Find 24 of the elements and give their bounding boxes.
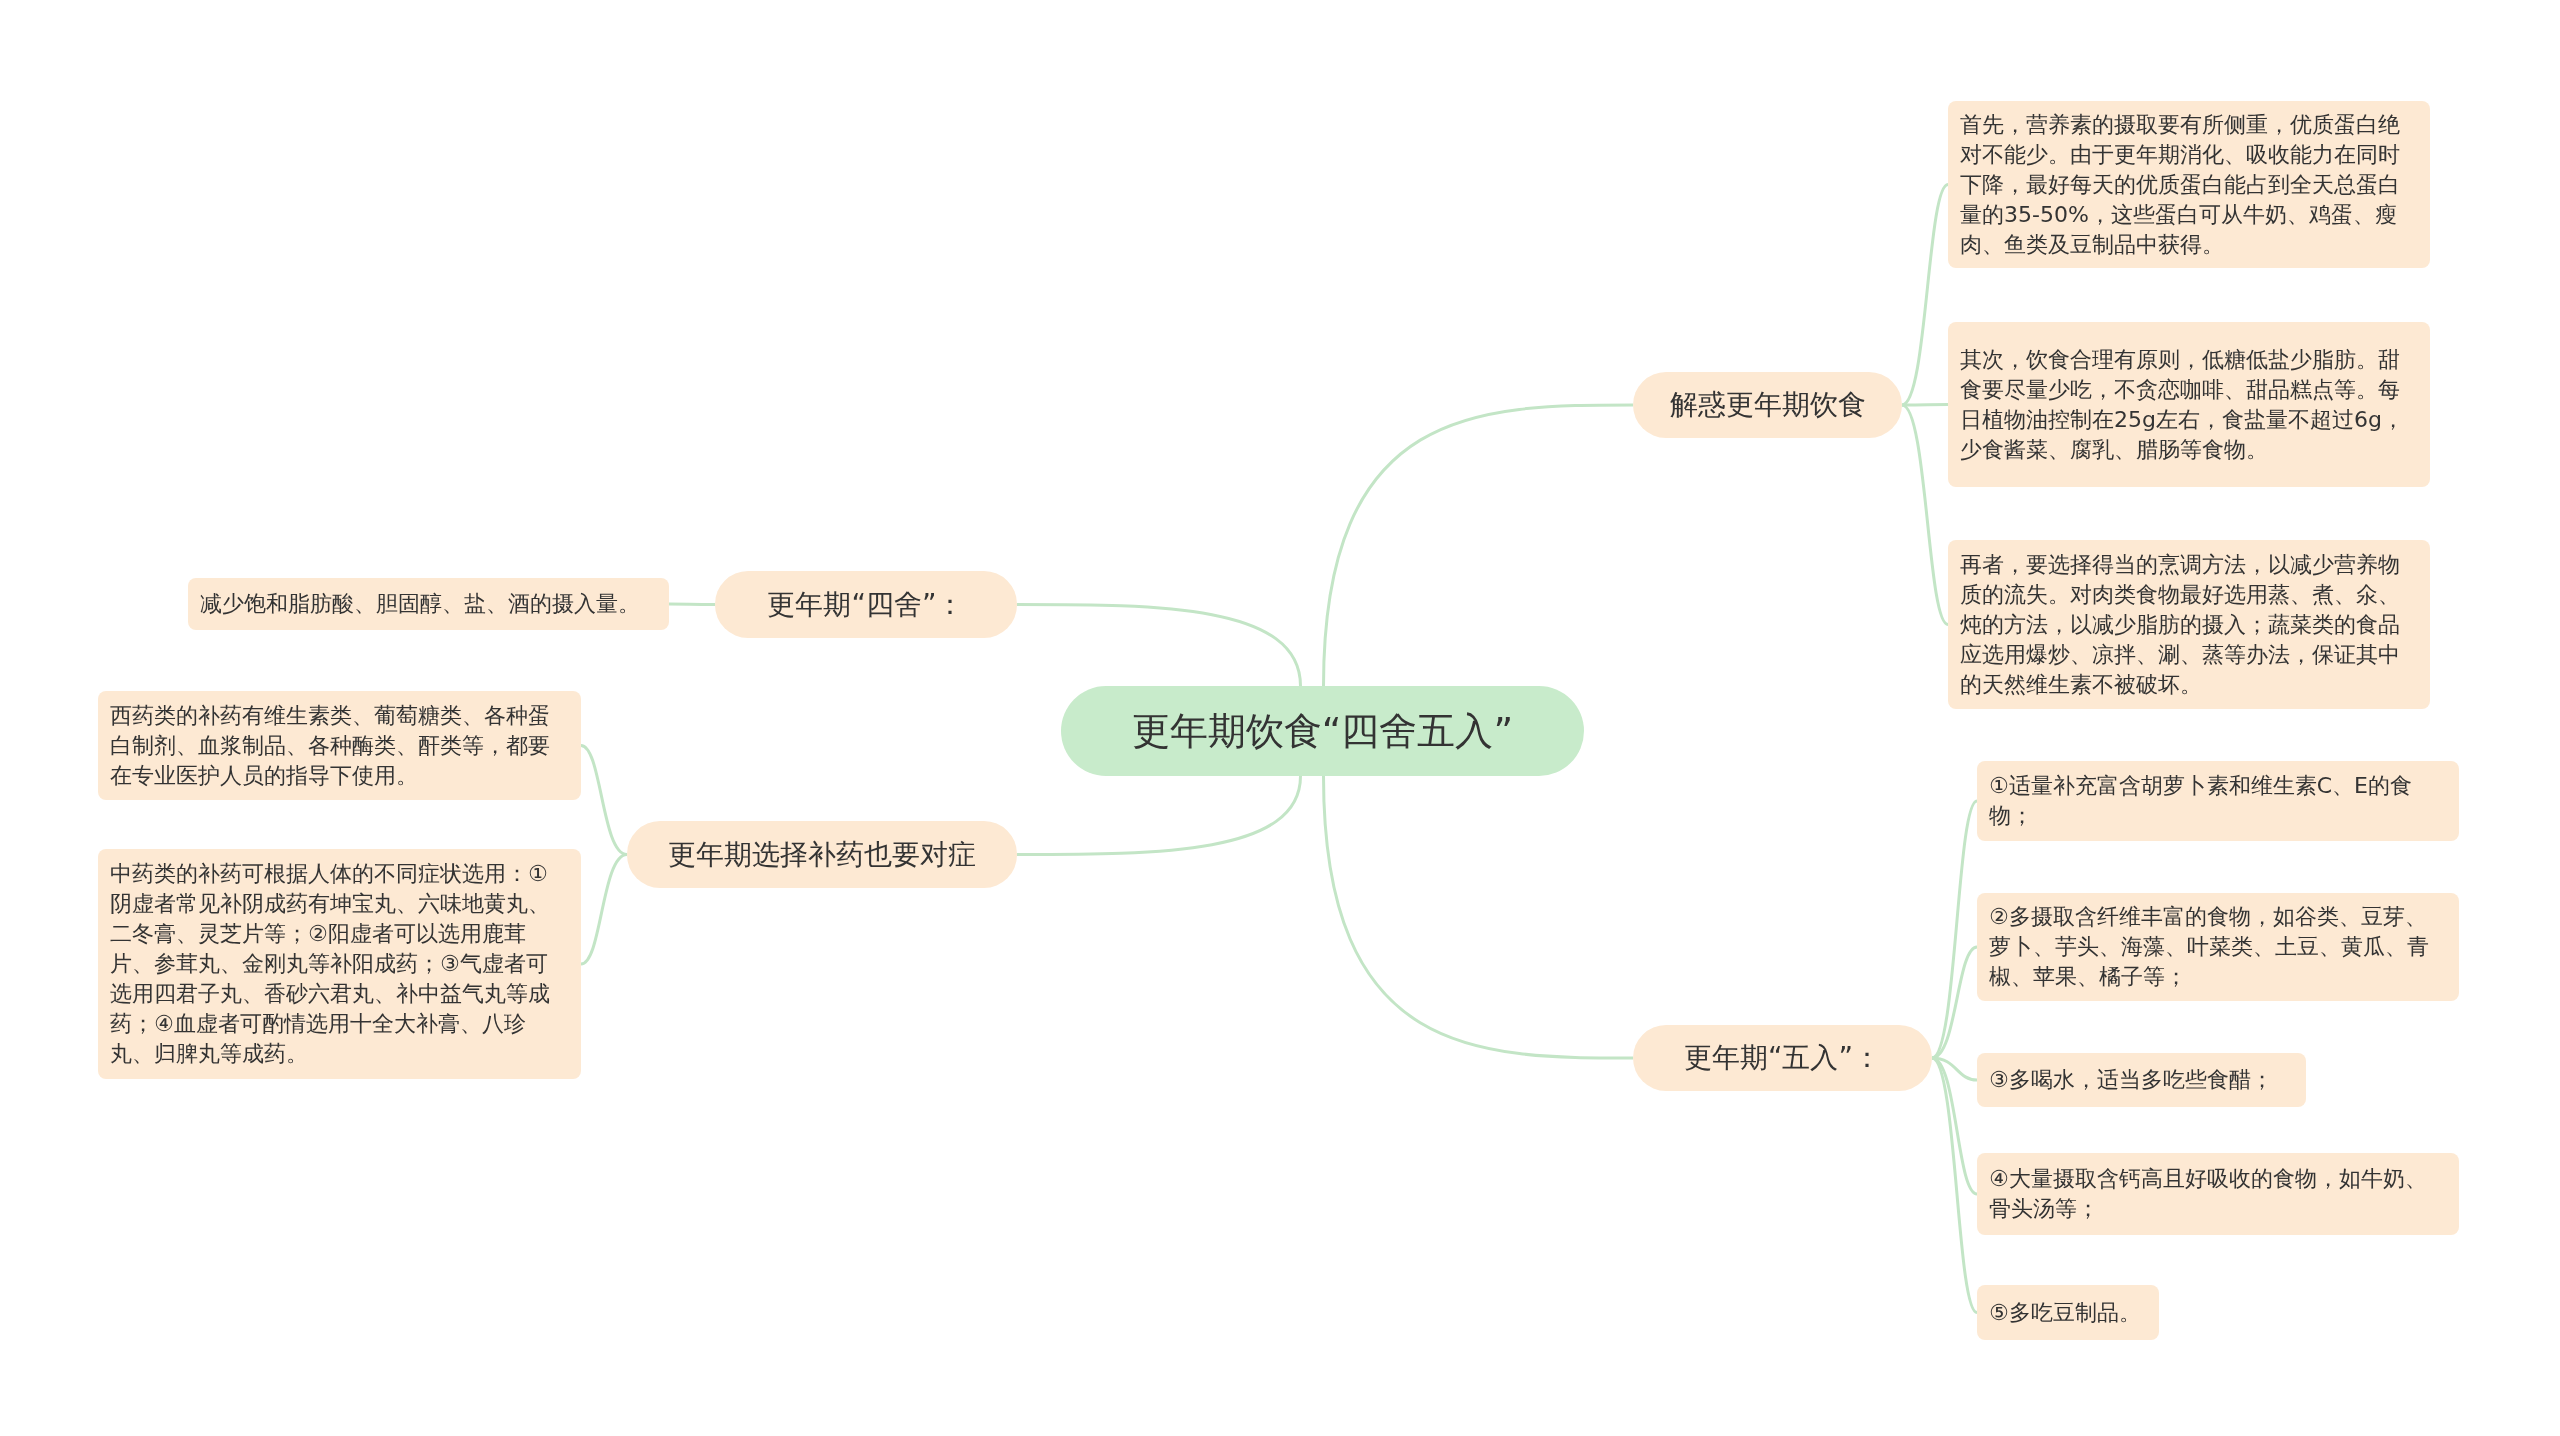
note-box: ③多喝水，适当多吃些食醋； — [1977, 1053, 2306, 1107]
branch-box: 更年期“四舍”： — [715, 571, 1017, 638]
note-box: 其次，饮食合理有原则，低糖低盐少脂肪。甜食要尽量少吃，不贪恋咖啡、甜品糕点等。每日植物油控制在25g左右，食盐量不超过6g，少食酱菜、腐乳、腊肠等食物。 — [1948, 322, 2430, 487]
connector-line — [580, 853, 628, 966]
connector-line — [580, 744, 628, 856]
branch-box: 更年期“五入”： — [1633, 1025, 1932, 1091]
note-box: 减少饱和脂肪酸、胆固醇、盐、酒的摄入量。 — [188, 578, 669, 630]
connector-line — [669, 602, 715, 606]
note-box: 首先，营养素的摄取要有所侧重，优质蛋白绝对不能少。由于更年期消化、吸收能力在同时下降，最好每天的优质蛋白能占到全天总蛋白量的35-50%，这些蛋白可从牛奶、鸡蛋、瘦肉、鱼类及豆制品中获得。 — [1948, 101, 2430, 268]
note-box: ④大量摄取含钙高且好吸收的食物，如牛奶、骨头汤等； — [1977, 1153, 2459, 1235]
branch-box: 解惑更年期饮食 — [1633, 372, 1902, 438]
note-box: 西药类的补药有维生素类、葡萄糖类、各种蛋白制剂、血浆制品、各种酶类、酐类等，都要在专业医护人员的指导下使用。 — [98, 691, 581, 800]
connector-line — [1322, 775, 1633, 1060]
connector-line — [1322, 403, 1633, 687]
note-box: ⑤多吃豆制品。 — [1977, 1285, 2159, 1340]
note-box: ②多摄取含纤维丰富的食物，如谷类、豆芽、萝卜、芋头、海藻、叶菜类、土豆、黄瓜、青椒、苹果、橘子等； — [1977, 893, 2459, 1001]
note-box: 中药类的补药可根据人体的不同症状选用：①阴虚者常见补阴成药有坤宝丸、六味地黄丸、二冬膏、灵芝片等；②阳虚者可以选用鹿茸片、参茸丸、金刚丸等补阳成药；③气虚者可选用四君子丸、香砂六君丸、补中益气丸等成药；④血虚者可酌情选用十全大补膏、八珍丸、归脾丸等成药。 — [98, 849, 581, 1079]
connector-line — [1017, 603, 1302, 687]
connector-line — [1901, 403, 1949, 626]
connector-line — [1017, 775, 1302, 856]
note-box: ①适量补充富含胡萝卜素和维生素C、E的食物； — [1977, 761, 2459, 841]
note-box: 再者，要选择得当的烹调方法，以减少营养物质的流失。对肉类食物最好选用蒸、煮、氽、炖的方法，以减少脂肪的摄入；蔬菜类的食品应选用爆炒、凉拌、涮、蒸等办法，保证其中的天然维生素不被破坏。 — [1948, 540, 2430, 709]
branch-box: 更年期选择补药也要对症 — [627, 821, 1017, 888]
topic-box: 更年期饮食“四舍五入” — [1061, 686, 1584, 776]
